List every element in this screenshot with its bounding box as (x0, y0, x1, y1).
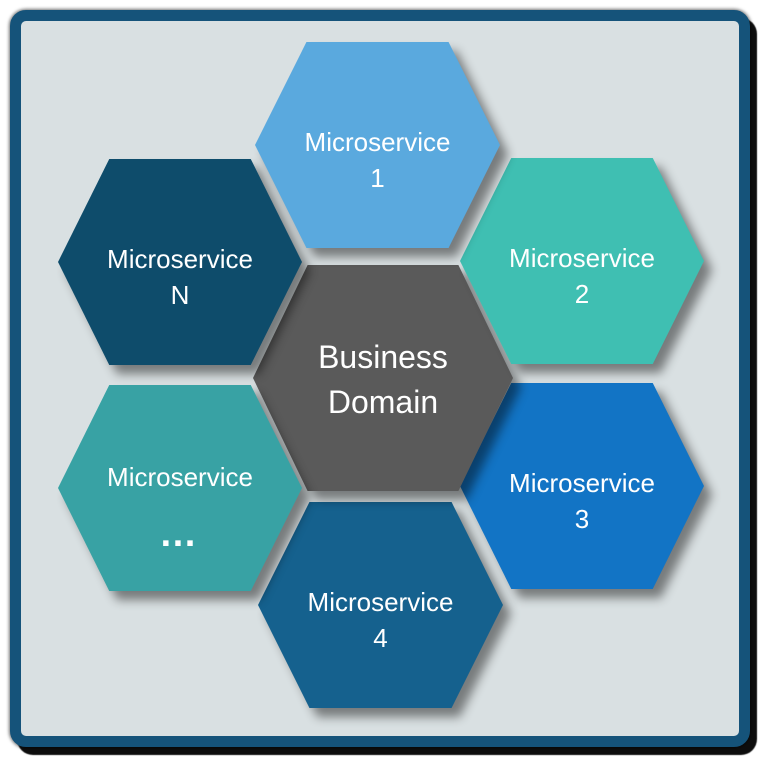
hexagon-microservice-n: Microservice N (58, 159, 302, 365)
hexagon-label-line2: 2 (574, 279, 590, 309)
hexagon-label-line1: Microservice (509, 468, 655, 498)
business-domain-label: Business Domain (318, 335, 448, 425)
hexagon-label: Microservice 2 (509, 240, 655, 312)
hexagon-label-line1: Microservice (304, 127, 451, 157)
hexagon-microservice-ellipsis: Microservice … (58, 385, 302, 591)
hexagon-microservice-3: Microservice 3 (460, 383, 704, 589)
hexagon-microservice-1: Microservice 1 (255, 42, 500, 248)
hexagon-shape: Business Domain (253, 265, 513, 491)
hexagon-shape: Microservice 2 (460, 158, 704, 364)
hexagon-label-line1: Microservice (107, 244, 253, 274)
hexagon-label: Microservice N (107, 241, 253, 313)
hexagon-shape: Microservice 4 (258, 502, 503, 708)
hexagon-shape: Microservice … (58, 385, 302, 591)
hexagon-label-line2: N (170, 280, 190, 310)
hexagon-shape: Microservice 1 (255, 42, 500, 248)
hexagon-label-line1: Microservice (107, 462, 253, 492)
hexagon-shape: Microservice N (58, 159, 302, 365)
hexagon-label-line2: … (158, 513, 201, 555)
hexagon-shape: Microservice 3 (460, 383, 704, 589)
hexagon-microservice-2: Microservice 2 (460, 158, 704, 364)
hexagon-label: Microservice 3 (509, 465, 655, 537)
business-domain-line1: Business (318, 339, 448, 375)
hexagon-label: Microservice 4 (308, 584, 454, 656)
business-domain-line2: Domain (327, 384, 439, 420)
hexagon-label: Microservice … (107, 459, 253, 555)
hexagon-label-line1: Microservice (307, 587, 454, 617)
hexagon-label-line2: 3 (574, 504, 590, 534)
hexagon-label: Microservice 1 (305, 124, 451, 196)
hexagon-label-line1: Microservice (509, 243, 655, 273)
hexagon-business-domain: Business Domain (253, 265, 513, 491)
hexagon-microservice-4: Microservice 4 (258, 502, 503, 708)
hexagon-label-line2: 4 (373, 623, 388, 653)
hexagon-label-line2: 1 (370, 163, 385, 193)
